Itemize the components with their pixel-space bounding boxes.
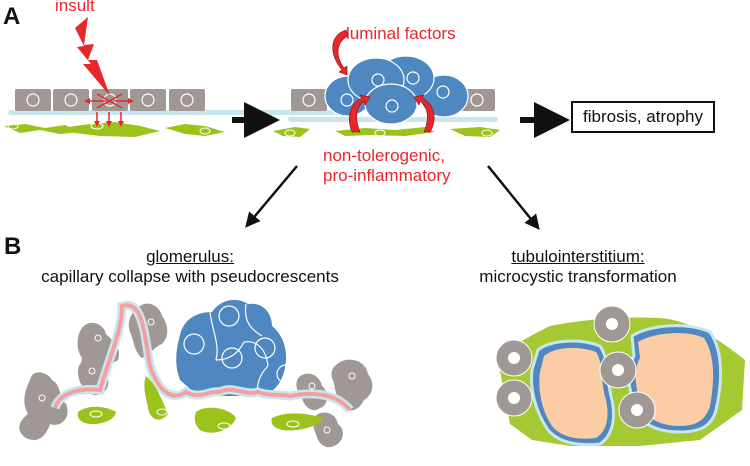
glomerulus-subtitle: capillary collapse with pseudocrescents — [41, 267, 339, 286]
tubulointerstitium-subtitle: microcystic transformation — [479, 267, 677, 286]
curved-arrows — [332, 29, 435, 133]
luminal-factors-label: luminal factors — [346, 24, 456, 43]
tubulointerstitium-title: tubulointerstitium: — [511, 247, 645, 266]
response-label-line2: pro-inflammatory — [323, 166, 451, 185]
tubulointerstitium-illustration — [495, 305, 745, 447]
feedback-arrow-right-icon — [413, 94, 435, 133]
step2-proliferation — [273, 29, 500, 137]
injury-marks — [84, 93, 134, 127]
epithelial-cell — [291, 89, 327, 111]
glomerulus-illustration — [19, 299, 373, 448]
cyst-lumen — [539, 347, 608, 439]
luminal-arrow-icon — [332, 29, 349, 76]
arrow-to-tubulointerstitium — [487, 165, 540, 230]
epithelial-cell — [53, 89, 89, 111]
epithelial-cell — [169, 89, 205, 111]
interstitium — [4, 122, 225, 137]
outcome-box: fibrosis, atrophy — [571, 101, 715, 133]
lightning-bolt-icon — [75, 17, 110, 96]
insult-label: insult — [55, 0, 95, 15]
step1-epithelium — [4, 17, 348, 137]
epithelial-cell — [130, 89, 166, 111]
response-label-line1: non-tolerogenic, — [323, 146, 445, 165]
feedback-arrow-left-icon — [349, 94, 371, 133]
tubulointerstitium-heading: tubulointerstitium: microcystic transfor… — [463, 247, 693, 287]
cyst-lumen — [635, 333, 714, 426]
outcome-label: fibrosis, atrophy — [583, 107, 703, 126]
glomerulus-heading: glomerulus: capillary collapse with pseu… — [40, 247, 340, 287]
panel-label-a: A — [3, 3, 21, 30]
arrow-to-glomerulus — [245, 165, 298, 228]
glomerulus-title: glomerulus: — [146, 247, 234, 266]
capillary-loop — [53, 303, 352, 412]
interstitium — [273, 127, 500, 137]
panel-label-b: B — [4, 233, 22, 260]
epithelial-cell — [15, 89, 51, 111]
